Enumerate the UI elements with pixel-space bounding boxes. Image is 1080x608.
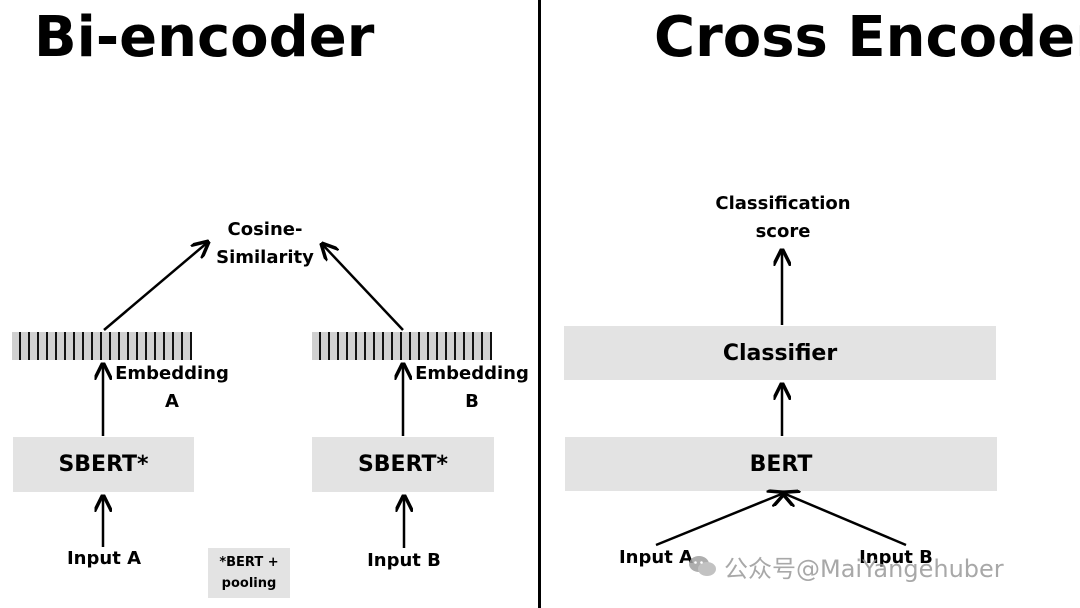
embedding-a-label: Embedding A: [115, 363, 229, 412]
bi-encoder-title: Bi-encoder: [34, 5, 375, 70]
footnote-box: *BERT + pooling: [208, 548, 290, 598]
classification-score-label: Classification score: [715, 193, 851, 242]
cross-encoder-title: Cross Encoder: [654, 5, 1080, 70]
arrow-embedding-a-to-similarity: [103, 242, 208, 331]
cross-input-a-label: Input A: [618, 547, 693, 568]
classifier-box: Classifier: [564, 326, 996, 380]
panel-divider: [538, 0, 541, 608]
embedding-b-vector: [312, 332, 492, 360]
arrow-embedding-b-to-similarity: [322, 244, 404, 331]
watermark: 公众号@MaiYangehuber: [688, 546, 1004, 586]
input-b-label: Input B: [367, 550, 441, 571]
cosine-similarity-label: Cosine- Similarity: [216, 219, 314, 268]
sbert-b-box: SBERT*: [312, 437, 494, 492]
arrow-input-b-to-bert: [783, 493, 907, 547]
bert-box: BERT: [565, 437, 997, 491]
cross-input-b-label: Input B: [859, 547, 933, 568]
watermark-text: 公众号@MaiYangehuber: [724, 554, 1004, 583]
arrow-input-a-to-bert: [655, 493, 784, 547]
sbert-a-box: SBERT*: [13, 437, 194, 492]
wechat-logo-icon: [689, 556, 716, 576]
input-a-label: Input A: [66, 548, 141, 569]
embedding-a-vector: [12, 332, 192, 360]
embedding-b-label: Embedding B: [415, 363, 529, 412]
